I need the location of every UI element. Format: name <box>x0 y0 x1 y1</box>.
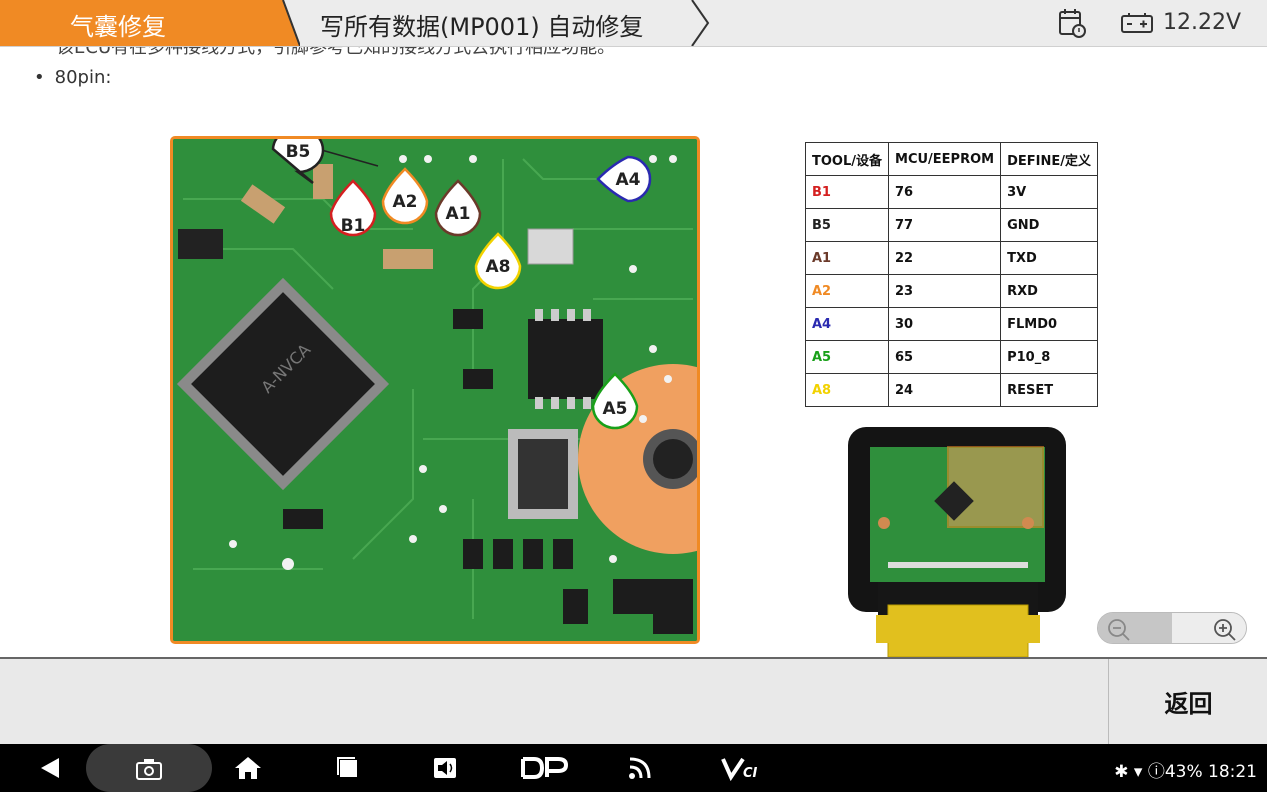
cell-tool: A5 <box>804 340 890 374</box>
zoom-control <box>1097 612 1247 644</box>
cell-define: TXD <box>1000 241 1098 275</box>
calendar-clock-icon[interactable] <box>1057 7 1087 39</box>
label-B1: B1 <box>329 179 377 237</box>
svg-text:A8: A8 <box>486 257 511 277</box>
back-button[interactable]: 返回 <box>1108 659 1267 744</box>
nav-vci-button[interactable]: CI <box>718 744 766 792</box>
zoom-out-button[interactable] <box>1098 613 1172 643</box>
svg-text:B5: B5 <box>286 142 311 162</box>
zoom-in-icon <box>1214 619 1236 641</box>
active-tab-label: 气囊修复 <box>70 13 166 41</box>
back-triangle-icon <box>41 758 59 778</box>
cell-tool: A1 <box>804 241 890 275</box>
nav-dp-button[interactable] <box>518 744 572 792</box>
cell-define: 3V <box>1000 175 1098 209</box>
table-header-row: TOOL/设备 MCU/EEPROM DEFINE/定义 <box>804 142 1098 176</box>
cell-define: RXD <box>1000 274 1098 308</box>
vci-logo-icon: CI <box>721 757 758 781</box>
battery-icon <box>1121 13 1153 33</box>
cell-mcu: 76 <box>888 175 1002 209</box>
nav-rss-button[interactable] <box>620 744 660 792</box>
cell-define: FLMD0 <box>1000 307 1098 341</box>
ecu-housing-image <box>848 427 1066 657</box>
svg-text:A4: A4 <box>616 170 641 190</box>
zoom-out-icon <box>1108 619 1130 641</box>
label-A2: A2 <box>381 167 429 225</box>
label-B5: B5 <box>271 139 325 185</box>
header-tool: TOOL/设备 <box>804 142 890 176</box>
home-icon <box>235 757 261 779</box>
camera-icon <box>136 759 162 780</box>
cell-mcu: 30 <box>888 307 1002 341</box>
table-row: B1 76 3V <box>804 175 1098 209</box>
breadcrumb-label: 写所有数据(MP001) 自动修复 <box>320 13 644 41</box>
zoom-in-button[interactable] <box>1172 613 1246 643</box>
voltage-readout: 12.22V <box>1163 10 1242 35</box>
header-define: DEFINE/定义 <box>1000 142 1098 176</box>
cell-mcu: 77 <box>888 208 1002 242</box>
cell-tool: B5 <box>804 208 890 242</box>
label-A8: A8 <box>474 232 522 290</box>
label-A4: A4 <box>596 155 652 203</box>
nav-screenshot-button[interactable] <box>86 744 212 792</box>
table-row: A2 23 RXD <box>804 274 1098 308</box>
recent-apps-icon <box>337 757 357 777</box>
pin-count-bullet: 80pin: <box>34 67 112 88</box>
bottom-action-bar: 返回 <box>0 657 1267 744</box>
dp-logo-icon <box>521 757 569 779</box>
cell-mcu: 23 <box>888 274 1002 308</box>
cell-tool: A8 <box>804 373 890 407</box>
cell-tool: A2 <box>804 274 890 308</box>
nav-home-button[interactable] <box>228 744 268 792</box>
tab-airbag-repair[interactable]: 气囊修复 <box>0 0 300 46</box>
breadcrumb-arrow-icon <box>691 0 710 46</box>
pcb-wiring-image: A-NVCA <box>170 136 700 644</box>
label-A5: A5 <box>591 372 639 430</box>
pin-label-overlay: B5 A2 A1 B1 A8 A4 A5 <box>271 139 652 430</box>
svg-text:A2: A2 <box>393 192 418 212</box>
svg-text:A5: A5 <box>603 399 628 419</box>
cell-mcu: 22 <box>888 241 1002 275</box>
cell-tool: B1 <box>804 175 890 209</box>
volume-icon <box>434 758 456 778</box>
table-row: A8 24 RESET <box>804 373 1098 407</box>
header-mcu: MCU/EEPROM <box>888 142 1002 176</box>
svg-text:B1: B1 <box>341 216 366 236</box>
content-area[interactable]: 该ECU有在多种接线方式，引脚参考已知的接线方式去执行相应功能。 80pin: <box>0 47 1267 657</box>
top-bar: 气囊修复 写所有数据(MP001) 自动修复 12.22V <box>0 0 1267 47</box>
cell-define: GND <box>1000 208 1098 242</box>
signal-icon <box>629 757 651 779</box>
active-tab-shape <box>0 0 300 46</box>
cell-define: RESET <box>1000 373 1098 407</box>
system-nav-bar: CI ✱ ▾ ⓘ43% 18:21 <box>0 744 1267 792</box>
cell-tool: A4 <box>804 307 890 341</box>
table-row: B5 77 GND <box>804 208 1098 242</box>
svg-text:CI: CI <box>743 766 758 781</box>
label-A1: A1 <box>434 179 482 237</box>
nav-back-button[interactable] <box>30 744 70 792</box>
cell-define: P10_8 <box>1000 340 1098 374</box>
nav-volume-button[interactable] <box>425 744 465 792</box>
system-status: ✱ ▾ ⓘ43% 18:21 <box>1114 762 1257 782</box>
svg-text:A1: A1 <box>446 204 471 224</box>
table-row: A4 30 FLMD0 <box>804 307 1098 341</box>
cell-mcu: 65 <box>888 340 1002 374</box>
table-row: A5 65 P10_8 <box>804 340 1098 374</box>
nav-recent-button[interactable] <box>328 744 368 792</box>
pin-definition-table: TOOL/设备 MCU/EEPROM DEFINE/定义 B1 76 3V B5… <box>804 142 1098 407</box>
table-row: A1 22 TXD <box>804 241 1098 275</box>
instruction-text: 该ECU有在多种接线方式，引脚参考已知的接线方式去执行相应功能。 <box>56 47 616 58</box>
cell-mcu: 24 <box>888 373 1002 407</box>
